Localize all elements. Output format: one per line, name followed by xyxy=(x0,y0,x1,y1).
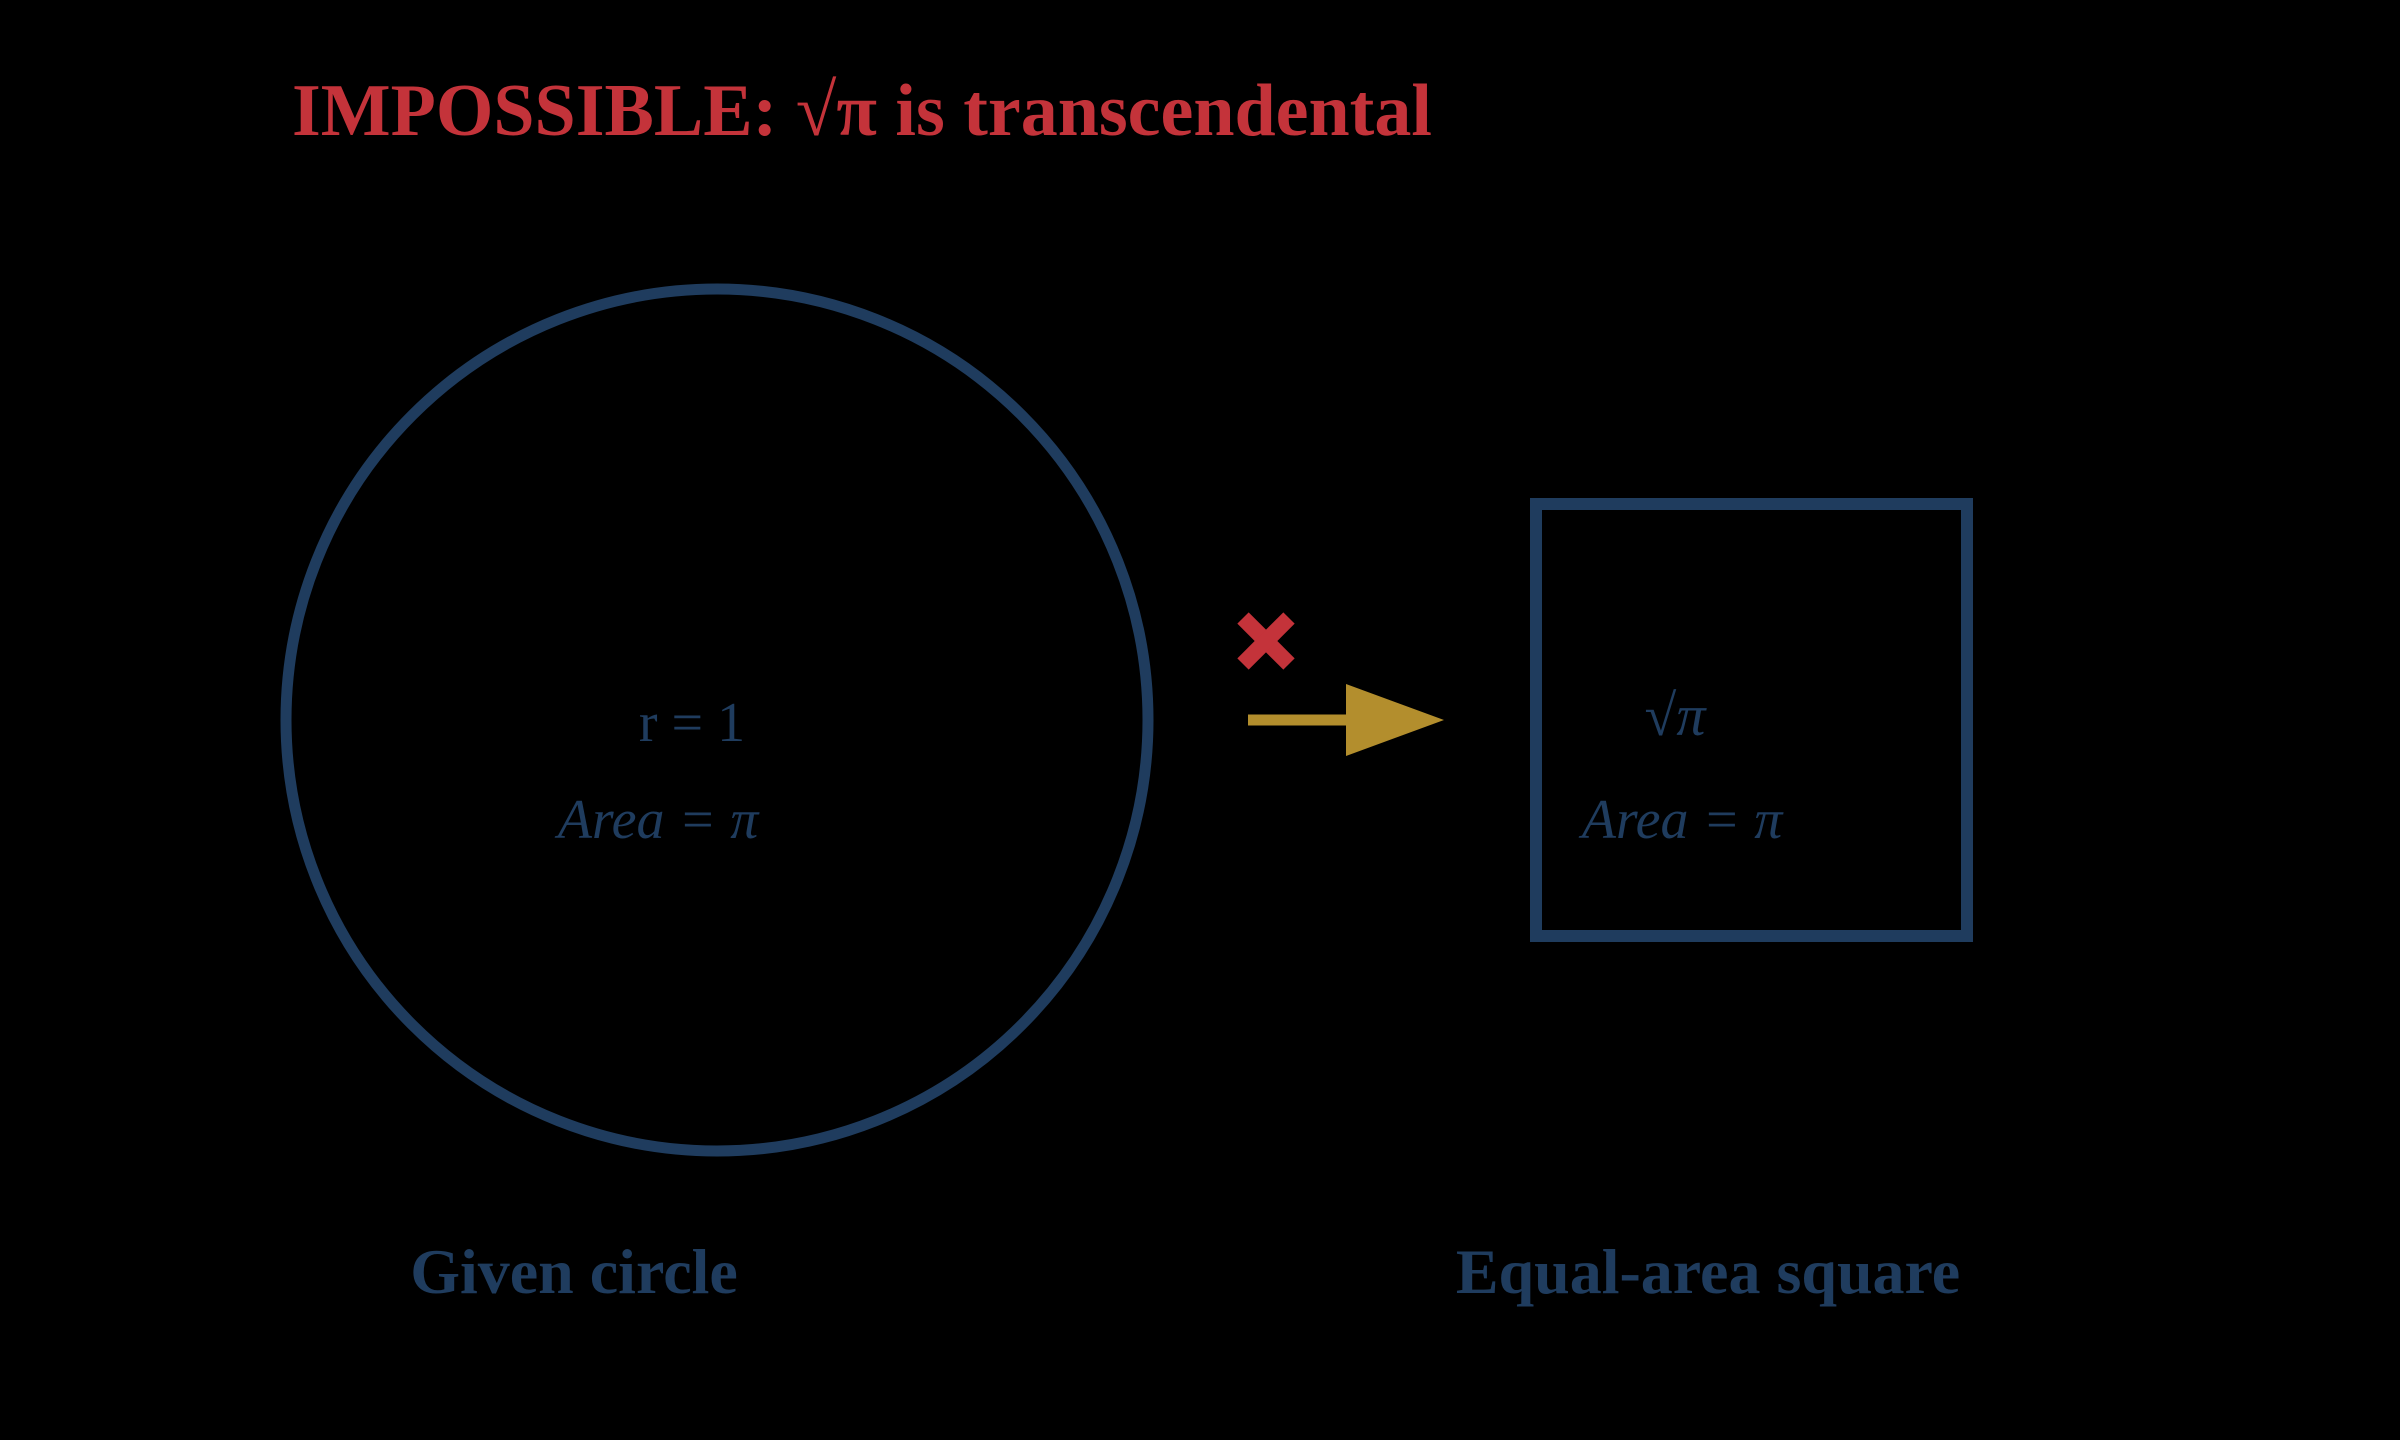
page-title: IMPOSSIBLE: √π is transcendental xyxy=(292,70,1432,152)
square-side-label: √π xyxy=(1644,683,1706,748)
not-allowed-x-icon xyxy=(1237,612,1295,670)
circle-area-label: Area = π xyxy=(557,789,759,851)
transform-arrow-icon xyxy=(1248,684,1444,756)
square-area-label: Area = π xyxy=(1581,789,1783,851)
circle-caption: Given circle xyxy=(410,1236,738,1307)
square-caption: Equal-area square xyxy=(1455,1236,1961,1307)
given-circle-shape xyxy=(280,283,1154,1157)
circle-radius-label: r = 1 xyxy=(638,692,746,754)
equal-area-square-shape xyxy=(1530,498,1973,942)
